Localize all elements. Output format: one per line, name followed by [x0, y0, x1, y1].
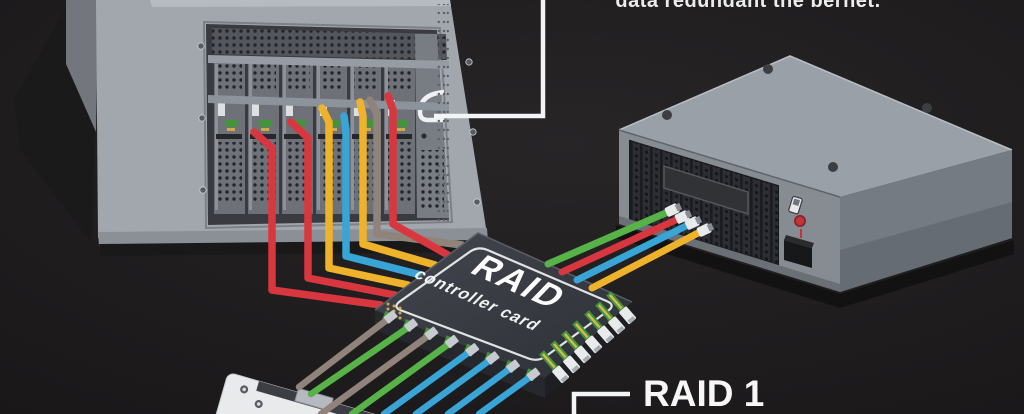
- cable-yellow: [588, 228, 704, 292]
- cable-red: [250, 128, 385, 309]
- card-border: [395, 247, 613, 361]
- raid1-callout: RAID 1: [571, 373, 764, 414]
- cable-blue: [475, 374, 533, 414]
- panel-step: [202, 20, 454, 230]
- chassis-left-wall: [66, 0, 98, 132]
- cable-bundle-right: [544, 201, 715, 292]
- cable-guide-cutout: [417, 89, 445, 123]
- cable-blue: [380, 349, 472, 414]
- cable-yellow: [318, 104, 412, 289]
- cable-brown: [317, 333, 431, 414]
- top-screw-holes: [662, 64, 932, 172]
- power-switch: [788, 195, 803, 215]
- right-server-enclosure: [616, 55, 1014, 308]
- screw: [421, 133, 427, 139]
- drive-bay: [384, 62, 415, 214]
- raid-controller-card: RAID controller card: [374, 232, 637, 398]
- reset-button: [794, 215, 806, 227]
- cable-red: [384, 92, 452, 259]
- right-face-shade: [840, 202, 1012, 292]
- cable-brown: [295, 316, 390, 391]
- screw-center: [256, 402, 261, 406]
- raid1-label: RAID 1: [643, 373, 764, 414]
- cable-blue: [444, 365, 513, 414]
- cable-bundle-ssd: [295, 309, 541, 414]
- top-edge-highlight: [618, 55, 1013, 151]
- grille-inner-plate: [663, 164, 749, 216]
- cable-yellow: [356, 98, 439, 269]
- callout-bracket-raid1: [571, 391, 630, 414]
- enclosure-top-face: [619, 56, 1012, 197]
- vent-perforations: [212, 28, 447, 60]
- cable-blue: [412, 357, 492, 414]
- top-caption: data redundant the bernet.: [615, 0, 880, 12]
- frame-screws: [197, 42, 481, 206]
- power-socket: [784, 235, 814, 268]
- left-server-chassis: [14, 0, 492, 256]
- cable-red: [287, 118, 399, 299]
- cable-green: [307, 324, 411, 398]
- drive-bay: [214, 62, 245, 214]
- cable-blue: [340, 112, 425, 279]
- screw-center: [242, 387, 246, 392]
- enclosure-shadow: [616, 225, 1014, 308]
- front-top-seam: [618, 129, 841, 198]
- cable-red: [558, 215, 682, 276]
- cable-green: [544, 208, 672, 268]
- cable-blue: [573, 221, 692, 284]
- callout-line-left-server: [434, 0, 546, 119]
- cable-bundle-left: [250, 92, 466, 309]
- rack-rail: [208, 55, 449, 69]
- cable-green: [348, 341, 452, 414]
- chassis-top-edge: [150, 0, 451, 7]
